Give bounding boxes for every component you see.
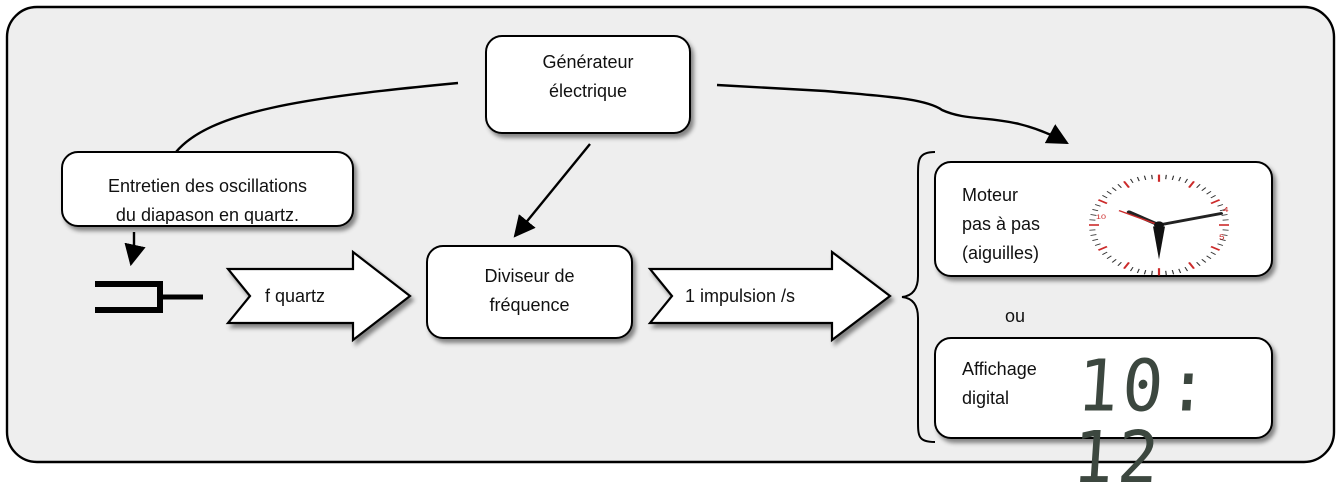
motor-label-line1: Moteur <box>962 181 1082 210</box>
divider-label: Diviseur de fréquence <box>427 262 632 320</box>
clock-tick <box>1166 175 1167 179</box>
divider-label-line1: Diviseur de <box>427 262 632 291</box>
diagram-stage: 10 4 5 Générateur électrique Entretien d… <box>0 0 1341 469</box>
clock-tick <box>1152 175 1153 179</box>
maintenance-label: Entretien des oscillations du diapason e… <box>62 172 353 224</box>
divider-label-line2: fréquence <box>427 291 632 320</box>
maintenance-label-line1: Entretien des oscillations <box>62 172 353 201</box>
motor-label-line3: (aiguilles) <box>962 239 1082 268</box>
svg-text:5: 5 <box>1219 233 1225 241</box>
motor-label: Moteur pas à pas (aiguilles) <box>962 181 1082 274</box>
seven-segment-display-icon: 10: 12 <box>1070 352 1341 495</box>
maintenance-label-line2: du diapason en quartz. <box>62 201 353 224</box>
display-label-line2: digital <box>962 384 1037 413</box>
arrow-quartz-label: f quartz <box>265 282 325 311</box>
clock-tick <box>1152 271 1153 275</box>
clock-tick <box>1166 271 1167 275</box>
generator-label-line1: Générateur <box>486 48 690 77</box>
generator-label-line2: électrique <box>486 77 690 106</box>
generator-label: Générateur électrique <box>486 48 690 106</box>
svg-text:4: 4 <box>1223 205 1229 213</box>
display-label: Affichage digital <box>962 355 1037 413</box>
motor-label-line2: pas à pas <box>962 210 1082 239</box>
svg-text:10: 10 <box>1096 213 1107 220</box>
or-label: ou <box>985 302 1045 331</box>
arrow-pulse-label: 1 impulsion /s <box>685 282 795 311</box>
display-label-line1: Affichage <box>962 355 1037 384</box>
